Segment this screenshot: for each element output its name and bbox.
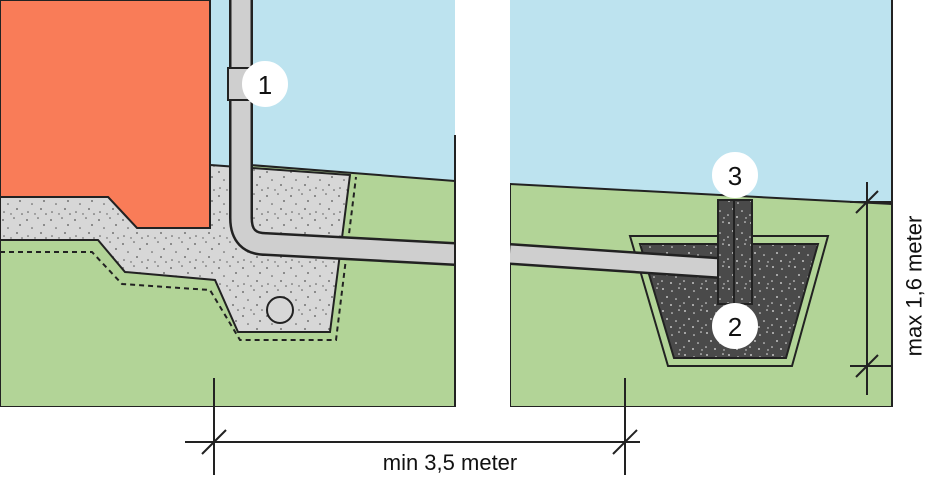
width-dimension: min 3,5 meter — [185, 378, 640, 475]
tick-mark — [855, 354, 879, 378]
callout-3: 3 — [712, 152, 758, 198]
callout-number: 1 — [258, 70, 272, 100]
foundation-fill — [0, 163, 352, 333]
callout-1: 1 — [242, 61, 288, 107]
tick-mark — [612, 429, 638, 455]
tick-mark — [855, 190, 879, 214]
house-wall — [0, 0, 211, 229]
drain-pipe-end — [266, 296, 294, 324]
callout-circle — [712, 303, 758, 349]
left-panel — [0, 0, 455, 407]
callout-circle — [242, 61, 288, 107]
right-panel — [510, 0, 892, 407]
callout-number: 2 — [728, 312, 742, 342]
tick-mark — [201, 429, 227, 455]
depth-label: max 1,6 meter — [902, 216, 927, 357]
callout-number: 3 — [728, 161, 742, 191]
width-label: min 3,5 meter — [383, 450, 518, 475]
callout-2: 2 — [712, 303, 758, 349]
depth-dimension: max 1,6 meter — [850, 182, 927, 395]
callout-circle — [712, 152, 758, 198]
membrane-line — [0, 176, 357, 341]
